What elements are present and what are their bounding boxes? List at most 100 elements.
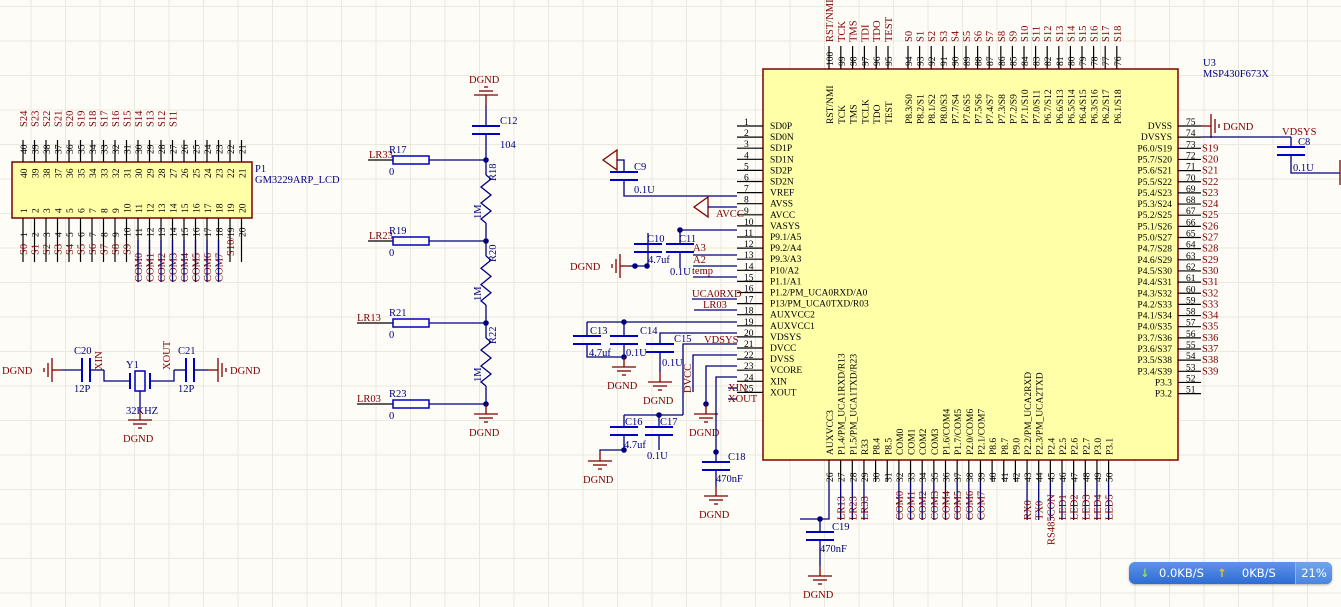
lcd-top-pin-inner: 24 xyxy=(204,168,214,178)
mcu-pin-number: 59 xyxy=(1186,296,1196,306)
lcd-bottom-pin-number: 20 xyxy=(239,227,249,237)
lcd-bottom-pin-number: 15 xyxy=(181,227,191,237)
lcd-bottom-net-label: S3 xyxy=(54,244,65,255)
mcu-pin-name: COM0 xyxy=(896,428,906,455)
mcu-net-label: S28 xyxy=(1202,244,1218,255)
mcu-pin-name: P6.1/S18 xyxy=(1114,89,1124,124)
mcu-pin-number: 27 xyxy=(838,472,848,482)
crystal-designator: Y1 xyxy=(126,360,139,371)
mcu-pin-name: P5.2/S25 xyxy=(1137,211,1172,221)
mcu-pin-number: 98 xyxy=(850,56,860,66)
mcu-pin-name: P6.2/S17 xyxy=(1102,89,1112,124)
mcu-net-label: S1 xyxy=(916,31,927,42)
mcu-pin-number: 28 xyxy=(849,472,859,482)
dvcc-net-label: DVCC xyxy=(683,364,694,393)
capacitor-designator: C9 xyxy=(634,162,646,173)
mcu-net-label: S25 xyxy=(1202,210,1218,221)
mcu-pin-number: 73 xyxy=(1186,140,1196,150)
lcd-bottom-net-label: S1 xyxy=(31,244,42,255)
mcu-pin-name: TCK xyxy=(838,105,848,124)
mcu-pin-name: P3.0 xyxy=(1094,438,1104,455)
mcu-pin-name: P9.2/A4 xyxy=(770,244,802,254)
lcd-top-net-label: S20 xyxy=(65,111,76,127)
mcu-pin-name: P7.1/S10 xyxy=(1021,89,1031,124)
mcu-pin-name: P4.1/S34 xyxy=(1137,312,1172,322)
lcd-bottom-pin-number: 16 xyxy=(193,227,203,237)
mcu-pin-name: P7.0/S11 xyxy=(1033,90,1043,124)
capacitor-designator: C16 xyxy=(625,417,643,428)
lcd-body xyxy=(11,161,253,219)
mcu-net-label: TEST xyxy=(884,16,895,42)
resistor-icon xyxy=(392,318,430,328)
mcu-pin-name: SD0P xyxy=(770,122,792,132)
wire xyxy=(103,370,130,382)
resistor-value: 1M xyxy=(473,367,484,382)
mcu-pin-number: 33 xyxy=(908,472,918,482)
mcu-pin-number: 46 xyxy=(1059,472,1069,482)
lcd-bottom-pin-inner: 6 xyxy=(78,208,88,213)
lcd-bottom-pin-number: 3 xyxy=(43,232,53,237)
mcu-net-label: S2 xyxy=(927,31,938,42)
mcu-pin-name: COM2 xyxy=(919,428,929,455)
lcd-bottom-pin-inner: 2 xyxy=(32,208,42,213)
mcu-pin-name: P1.6/COM4 xyxy=(943,409,953,455)
mcu-pin-name: P2.2/PM_UCA2RXD xyxy=(1024,372,1034,455)
capacitor-designator: C18 xyxy=(728,452,746,463)
mcu-pin-name: P4.2/S33 xyxy=(1137,300,1172,310)
lcd-top-pin-number: 28 xyxy=(158,144,168,154)
lcd-bottom-pin-inner: 18 xyxy=(216,203,226,213)
mcu-pin-number: 32 xyxy=(896,472,906,482)
lcd-com-net-label: COM5 xyxy=(192,253,203,282)
mcu-net-label: LED5 xyxy=(1105,494,1116,520)
mcu-pin-number: 25 xyxy=(744,384,754,394)
resistor-designator: R20 xyxy=(488,244,499,262)
avcc-net-label: AVCC xyxy=(716,209,744,220)
mcu-pin-number: 82 xyxy=(1044,56,1054,66)
mcu-pin-name: AUXVCC3 xyxy=(826,410,836,455)
lcd-top-pin-inner: 29 xyxy=(147,168,157,178)
mcu-net-label: S38 xyxy=(1202,355,1218,366)
resistor-icon xyxy=(479,174,493,224)
mcu-pin-number: 18 xyxy=(744,307,754,317)
wire xyxy=(715,376,737,452)
lcd-top-pin-inner: 40 xyxy=(20,168,30,178)
capacitor-value: 4.7uf xyxy=(648,255,670,266)
lcd-top-pin-inner: 21 xyxy=(239,168,249,178)
mcu-pin-number: 72 xyxy=(1186,151,1196,161)
mcu-pin-number: 11 xyxy=(744,229,753,239)
lcd-bottom-pin-inner: 1 xyxy=(20,208,30,213)
xin-net-label: XIN xyxy=(94,351,105,370)
lcd-com-net-label: COM3 xyxy=(169,253,180,282)
ground-net-label: DGND xyxy=(699,510,730,521)
capacitor-value: 470nF xyxy=(820,544,847,555)
mcu-pin-name: SD1P xyxy=(770,144,792,154)
lcd-top-pin-number: 36 xyxy=(66,144,76,154)
mcu-pin-number: 64 xyxy=(1186,241,1196,251)
mcu-pin-number: 100 xyxy=(826,52,836,67)
ground-net-label: DGND xyxy=(469,75,500,86)
resistor-designator: R17 xyxy=(389,145,407,156)
capacitor-value: 0.1U xyxy=(647,451,668,462)
lcd-top-pin-inner: 27 xyxy=(170,168,180,178)
network-speed-widget[interactable]: ↓ 0.0KB/S ↑ 0KB/S 21% xyxy=(1129,562,1332,584)
lcd-top-pin-number: 25 xyxy=(193,144,203,154)
mcu-pin-number: 94 xyxy=(905,56,915,66)
mcu-pin-number: 50 xyxy=(1106,472,1116,482)
lcd-top-pin-inner: 25 xyxy=(193,168,203,178)
download-speed: 0.0KB/S xyxy=(1159,566,1204,580)
capacitor-designator: C20 xyxy=(74,346,92,357)
mcu-pin-name: SD2P xyxy=(770,166,792,176)
wire xyxy=(800,482,830,520)
mcu-pin-number: 66 xyxy=(1186,218,1196,228)
mcu-net-label: S19 xyxy=(1202,143,1218,154)
ground-net-label: DGND xyxy=(643,396,674,407)
mcu-net-label: S13 xyxy=(1055,26,1066,42)
ground-net-label: DGND xyxy=(583,475,614,486)
lcd-top-pin-inner: 35 xyxy=(78,168,88,178)
lcd-bottom-pin-number: 1 xyxy=(20,232,30,237)
lcd-top-pin-inner: 38 xyxy=(43,168,53,178)
ground-net-label: DGND xyxy=(123,434,154,445)
mcu-pin-number: 1 xyxy=(744,118,749,128)
